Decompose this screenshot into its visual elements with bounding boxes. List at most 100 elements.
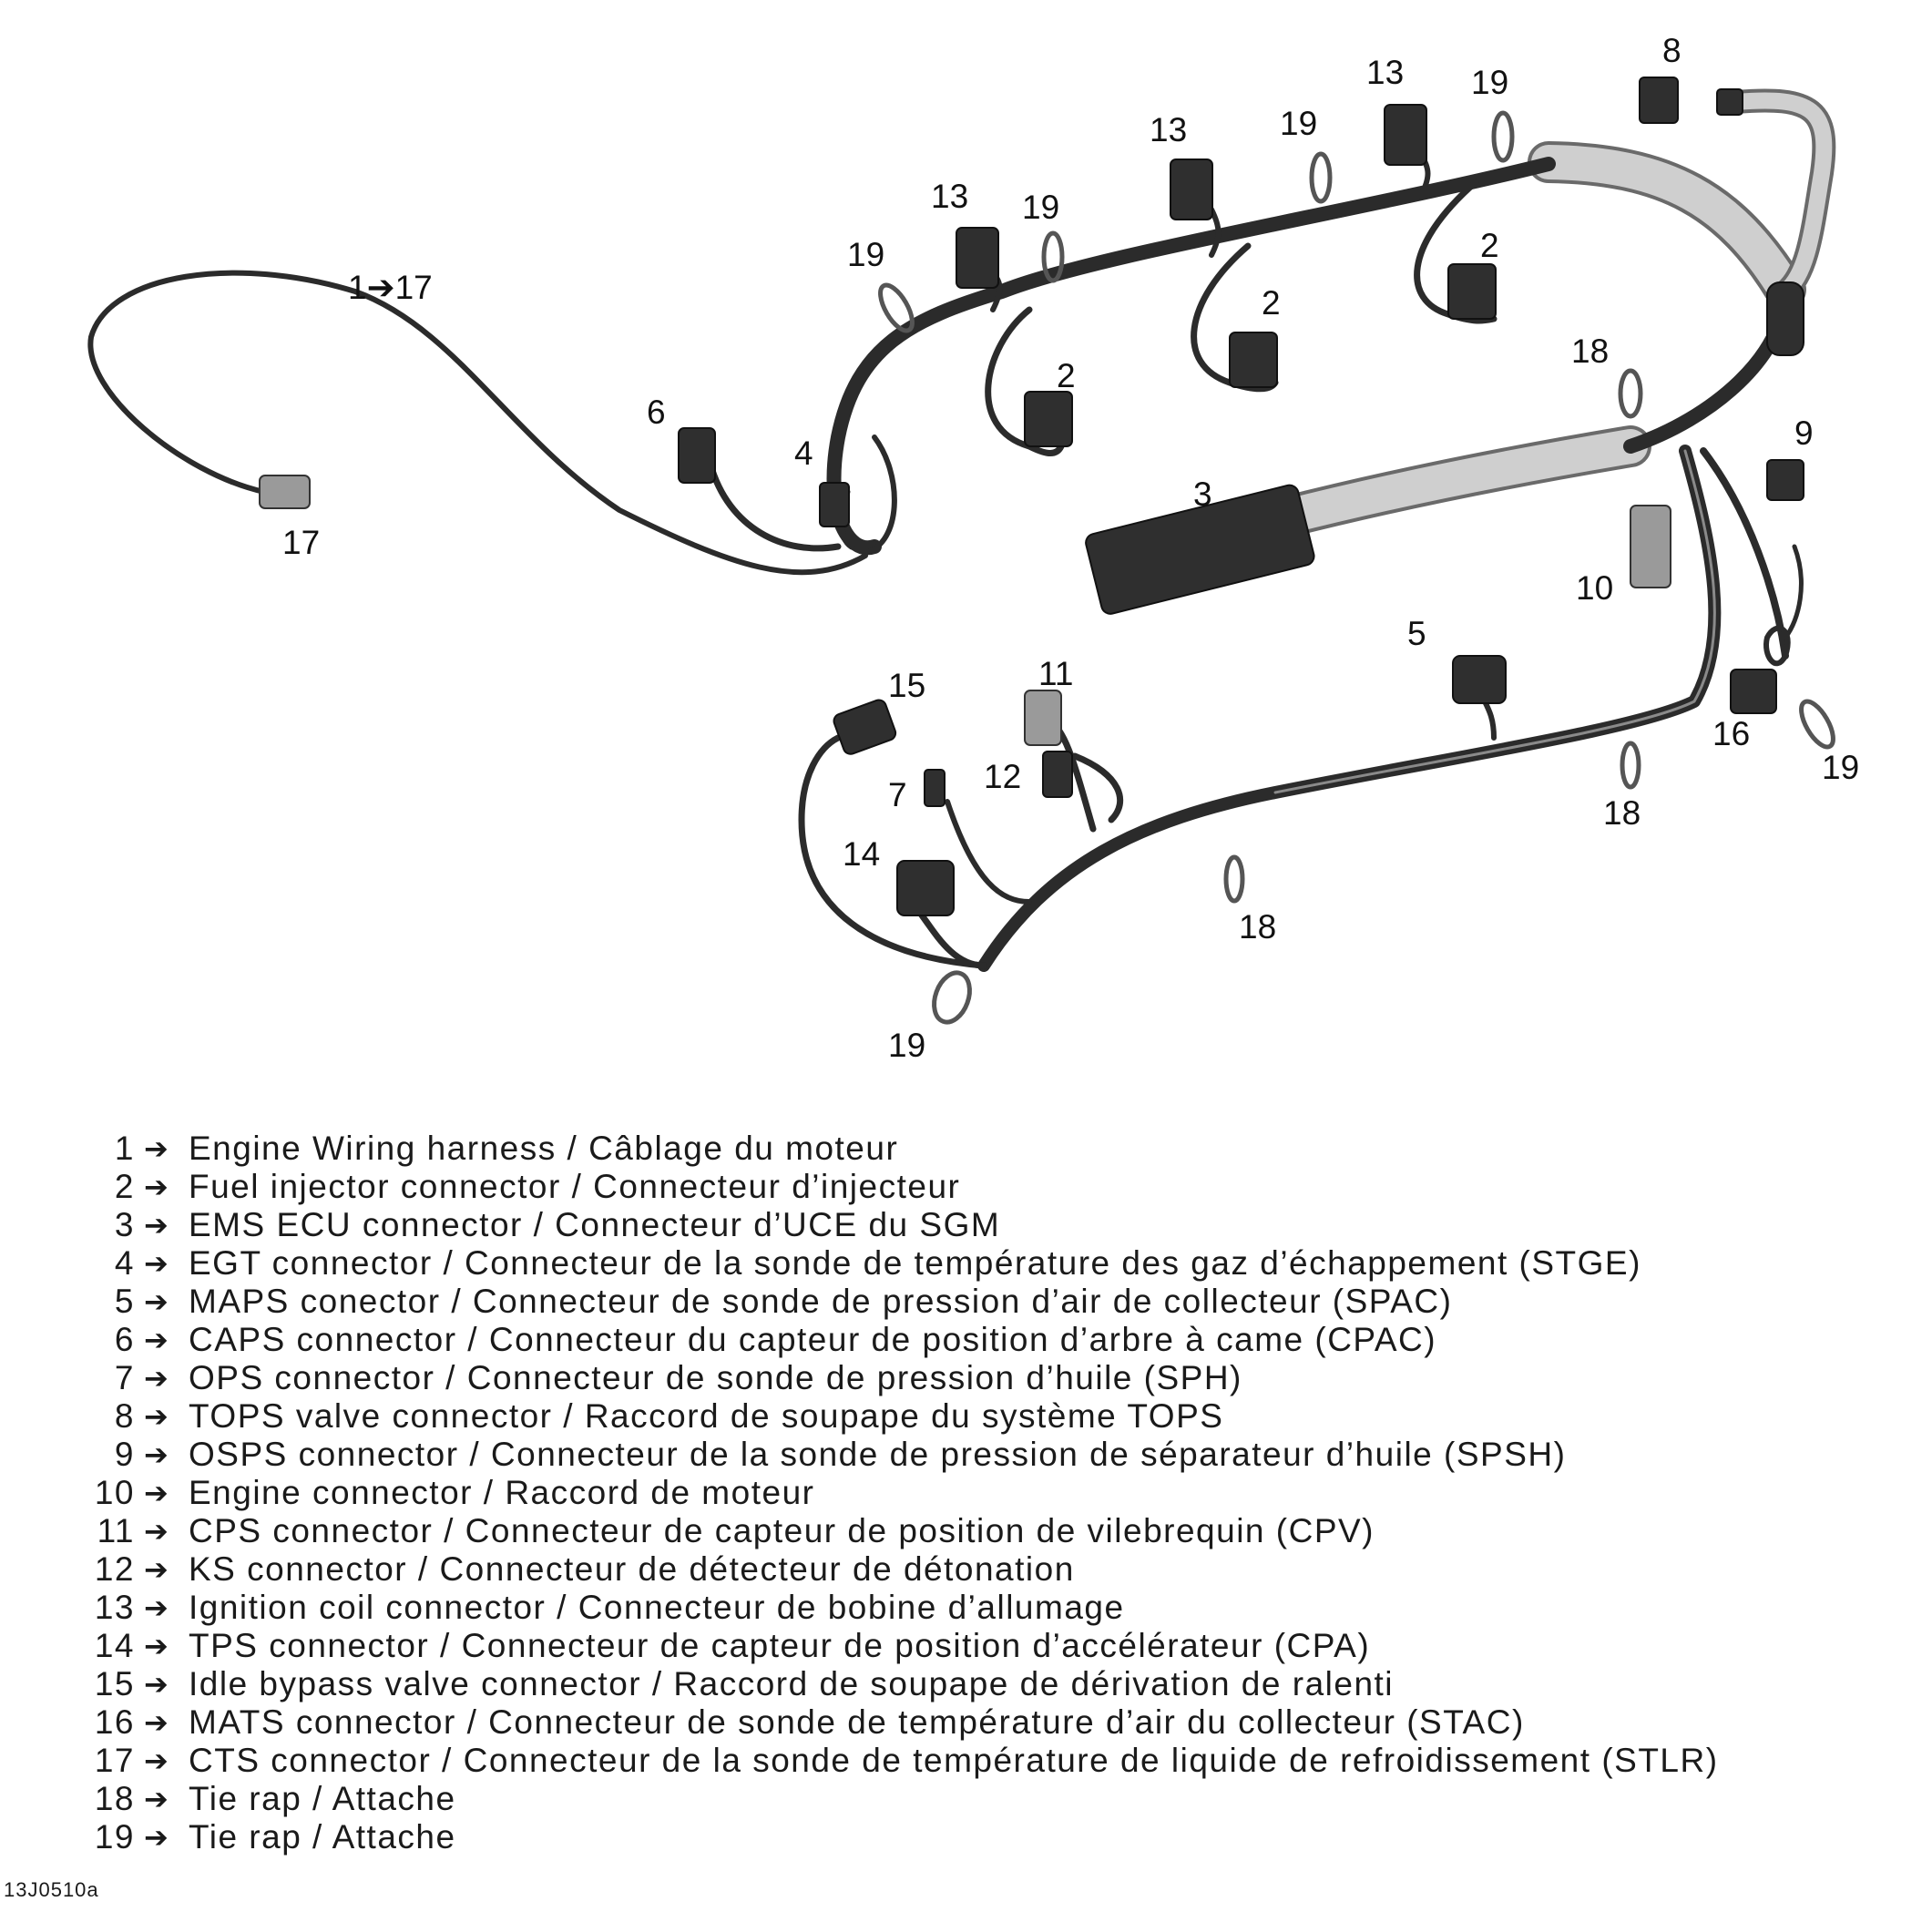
ems-ecu-connector <box>1085 484 1315 615</box>
legend-number: 15 <box>94 1665 135 1702</box>
legend-number: 7 <box>114 1359 135 1396</box>
callout-3: 3 <box>1193 475 1212 513</box>
figure-code: 13J0510a <box>4 1878 99 1901</box>
legend-description: OPS connector / Connecteur de sonde de p… <box>189 1359 1242 1396</box>
arrow-right-icon: ➔ <box>144 1782 170 1816</box>
callout-18-c: 18 <box>1239 908 1276 946</box>
legend-description: Idle bypass valve connector / Raccord de… <box>189 1665 1395 1702</box>
legend-description: TOPS valve connector / Raccord de soupap… <box>189 1397 1224 1435</box>
legend-number: 16 <box>94 1703 135 1741</box>
legend-number: 17 <box>94 1742 135 1779</box>
callout-2-c: 2 <box>1480 227 1499 264</box>
callout-19-d: 19 <box>1471 64 1508 101</box>
tie-rap-19-b <box>1041 230 1065 283</box>
caps-connector <box>678 427 716 484</box>
callout-4: 4 <box>794 435 813 472</box>
tops-valve-connector <box>1639 77 1679 124</box>
callout-9: 9 <box>1794 414 1814 452</box>
callout-2-a: 2 <box>1057 357 1076 394</box>
legend-description: CTS connector / Connecteur de la sonde d… <box>189 1742 1719 1779</box>
callout-18-b: 18 <box>1603 794 1641 832</box>
legend-number: 1 <box>114 1130 135 1167</box>
tops-valve-plug <box>1716 88 1743 116</box>
callout-19-f: 19 <box>888 1027 925 1064</box>
protective-tubes <box>1263 88 1836 538</box>
callout-17: 17 <box>282 524 320 561</box>
legend-description: KS connector / Connecteur de détecteur d… <box>189 1550 1075 1588</box>
callout-18-a: 18 <box>1571 332 1609 370</box>
legend-description: TPS connector / Connecteur de capteur de… <box>189 1627 1371 1664</box>
tie-rap-18-b <box>1620 741 1641 790</box>
tie-rap-19-a <box>878 282 915 333</box>
callout-7: 7 <box>888 776 907 813</box>
mats-connector <box>1730 669 1777 714</box>
arrow-right-icon: ➔ <box>144 1705 170 1740</box>
arrow-right-icon: ➔ <box>144 1170 170 1204</box>
callout-19-b: 19 <box>1022 189 1059 226</box>
legend-description: EGT connector / Connecteur de la sonde d… <box>189 1244 1641 1282</box>
callout-8: 8 <box>1662 32 1682 69</box>
callout-14: 14 <box>843 835 880 873</box>
callout-2-b: 2 <box>1262 284 1281 322</box>
ops-connector <box>924 769 946 807</box>
arrow-right-icon: ➔ <box>144 1590 170 1625</box>
tie-rap-18-c <box>1223 854 1245 904</box>
arrow-right-icon: ➔ <box>144 1208 170 1242</box>
tie-rap-19-e <box>1799 699 1835 750</box>
arrow-right-icon: ➔ <box>144 1437 170 1472</box>
callout-15: 15 <box>888 667 925 704</box>
callout-19-c: 19 <box>1280 105 1317 142</box>
tie-rap-18-a <box>1618 368 1643 419</box>
ignition-coil-connector-2 <box>1170 158 1213 220</box>
legend-number: 6 <box>114 1321 135 1358</box>
arrow-right-icon: ➔ <box>144 1743 170 1778</box>
legend-description: Engine connector / Raccord de moteur <box>189 1474 815 1511</box>
arrow-right-icon: ➔ <box>144 1361 170 1396</box>
main-harness <box>87 152 1804 972</box>
legend-number: 5 <box>114 1283 135 1320</box>
ks-connector <box>1042 751 1073 798</box>
legend-description: MATS connector / Connecteur de sonde de … <box>189 1703 1525 1741</box>
engine-connector <box>1630 505 1671 588</box>
osps-connector <box>1766 459 1804 501</box>
legend-number: 3 <box>114 1206 135 1243</box>
legend-number: 4 <box>114 1244 135 1282</box>
callout-13-c: 13 <box>1366 54 1404 91</box>
fuel-injector-connector-2 <box>1229 332 1278 388</box>
legend-description: EMS ECU connector / Connecteur d’UCE du … <box>189 1206 1001 1243</box>
ignition-coil-connector-1 <box>956 227 999 289</box>
callout-10: 10 <box>1576 569 1613 607</box>
legend-number: 14 <box>94 1627 135 1664</box>
arrow-right-icon: ➔ <box>144 1399 170 1434</box>
callout-16: 16 <box>1712 715 1750 752</box>
tie-rap-19-f <box>932 970 972 1025</box>
callout-13-b: 13 <box>1150 111 1187 148</box>
ignition-coil-connector-3 <box>1384 104 1427 166</box>
arrow-right-icon: ➔ <box>144 1246 170 1281</box>
legend-description: OSPS connector / Connecteur de la sonde … <box>189 1436 1567 1473</box>
legend-number: 2 <box>114 1168 135 1205</box>
legend-number: 12 <box>94 1550 135 1588</box>
arrow-right-icon: ➔ <box>144 1552 170 1587</box>
arrow-right-icon: ➔ <box>144 1667 170 1702</box>
callout-6: 6 <box>647 394 666 431</box>
legend-number: 9 <box>114 1436 135 1473</box>
legend-description: Tie rap / Attache <box>189 1780 456 1817</box>
legend-description: Engine Wiring harness / Câblage du moteu… <box>189 1130 899 1167</box>
tie-raps <box>878 110 1835 1025</box>
arrow-right-icon: ➔ <box>144 1131 170 1166</box>
callout-19-e: 19 <box>1822 749 1859 786</box>
callout-12: 12 <box>984 758 1021 795</box>
tps-connector <box>896 860 955 916</box>
fuel-injector-connector-3 <box>1447 263 1497 320</box>
legend-number: 13 <box>94 1589 135 1626</box>
callout-19-a: 19 <box>847 236 884 273</box>
callouts: 1➔17 17 6 4 19 13 19 2 13 19 2 13 19 2 8… <box>282 32 1859 1064</box>
legend-description: CAPS connector / Connecteur du capteur d… <box>189 1321 1437 1358</box>
callout-5: 5 <box>1407 615 1426 652</box>
legend-number: 11 <box>97 1512 135 1549</box>
tie-rap-19-c <box>1309 151 1333 204</box>
arrow-right-icon: ➔ <box>144 1629 170 1663</box>
legend-description: CPS connector / Connecteur de capteur de… <box>189 1512 1375 1549</box>
legend-number: 8 <box>114 1397 135 1435</box>
